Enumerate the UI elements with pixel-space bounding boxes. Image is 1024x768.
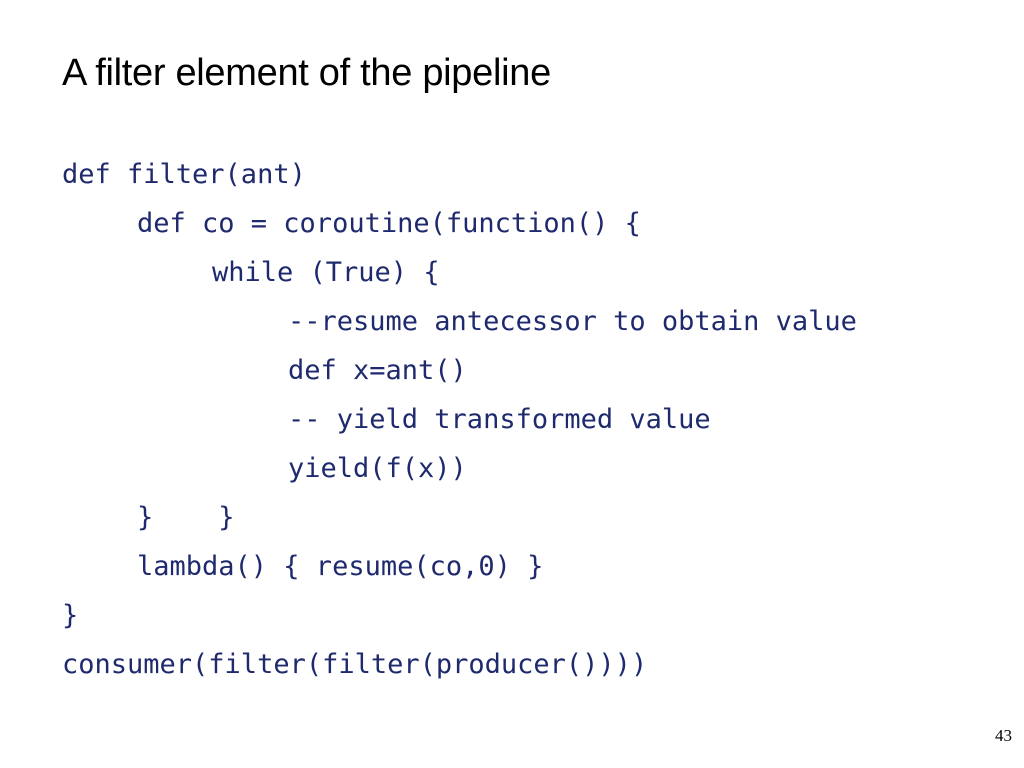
code-comment-line: -- yield transformed value (288, 404, 711, 435)
code-line: yield(f(x)) (288, 453, 467, 484)
code-line: def x=ant() (288, 355, 467, 386)
code-line: lambda() { resume(co,0) } (137, 551, 544, 582)
page-number: 43 (995, 726, 1012, 745)
code-line: while (True) { (212, 257, 440, 288)
code-line: def filter(ant) (62, 159, 306, 190)
code-line: def co = coroutine(function() { (137, 208, 641, 239)
code-comment-line: --resume antecessor to obtain value (288, 306, 857, 337)
slide-title: A filter element of the pipeline (62, 52, 551, 94)
code-line: } } (137, 502, 235, 533)
code-line: } (62, 600, 79, 631)
code-line: consumer(filter(filter(producer()))) (62, 649, 648, 680)
code-block: def filter(ant) def co = coroutine(funct… (62, 150, 857, 689)
